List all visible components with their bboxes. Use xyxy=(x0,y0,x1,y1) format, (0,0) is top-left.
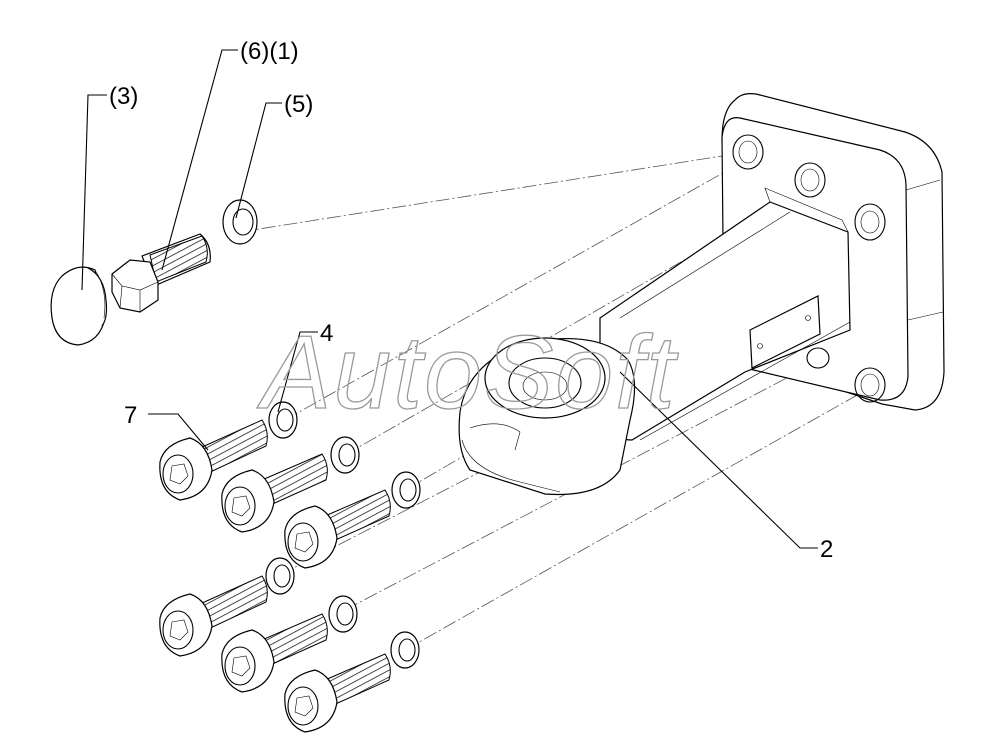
callout-5: (5) xyxy=(284,91,313,118)
washer-part-5 xyxy=(222,199,258,245)
washer-4-4 xyxy=(265,557,295,595)
hex-bolt-part-6 xyxy=(111,233,211,313)
callout-4: 4 xyxy=(320,320,333,347)
callout-6-1: (6)(1) xyxy=(240,38,299,65)
callout-3: (3) xyxy=(109,83,138,110)
washer-4-3 xyxy=(391,471,421,509)
callout-2: 2 xyxy=(820,536,833,563)
cap-part-3 xyxy=(50,266,108,346)
callout-labels: (3) (6)(1) (5) 4 7 2 xyxy=(109,38,833,563)
socket-screw-5 xyxy=(221,613,328,693)
socket-screw-6 xyxy=(284,653,391,733)
callout-7: 7 xyxy=(124,402,137,429)
screws-and-washers xyxy=(159,401,421,733)
washer-4-2 xyxy=(330,436,360,474)
bracket-part-2 xyxy=(458,93,945,496)
leader-lines xyxy=(81,49,818,549)
socket-screw-2 xyxy=(221,453,328,533)
washer-4-6 xyxy=(390,631,420,669)
watermark: AutoSoft xyxy=(256,315,679,431)
flange-holes xyxy=(732,134,886,403)
name-plate xyxy=(749,295,821,369)
washer-4-5 xyxy=(328,595,358,633)
socket-screw-3 xyxy=(284,489,391,569)
washer-4-1 xyxy=(268,401,298,439)
socket-screw-4 xyxy=(159,575,268,657)
socket-screw-1 xyxy=(159,419,268,501)
